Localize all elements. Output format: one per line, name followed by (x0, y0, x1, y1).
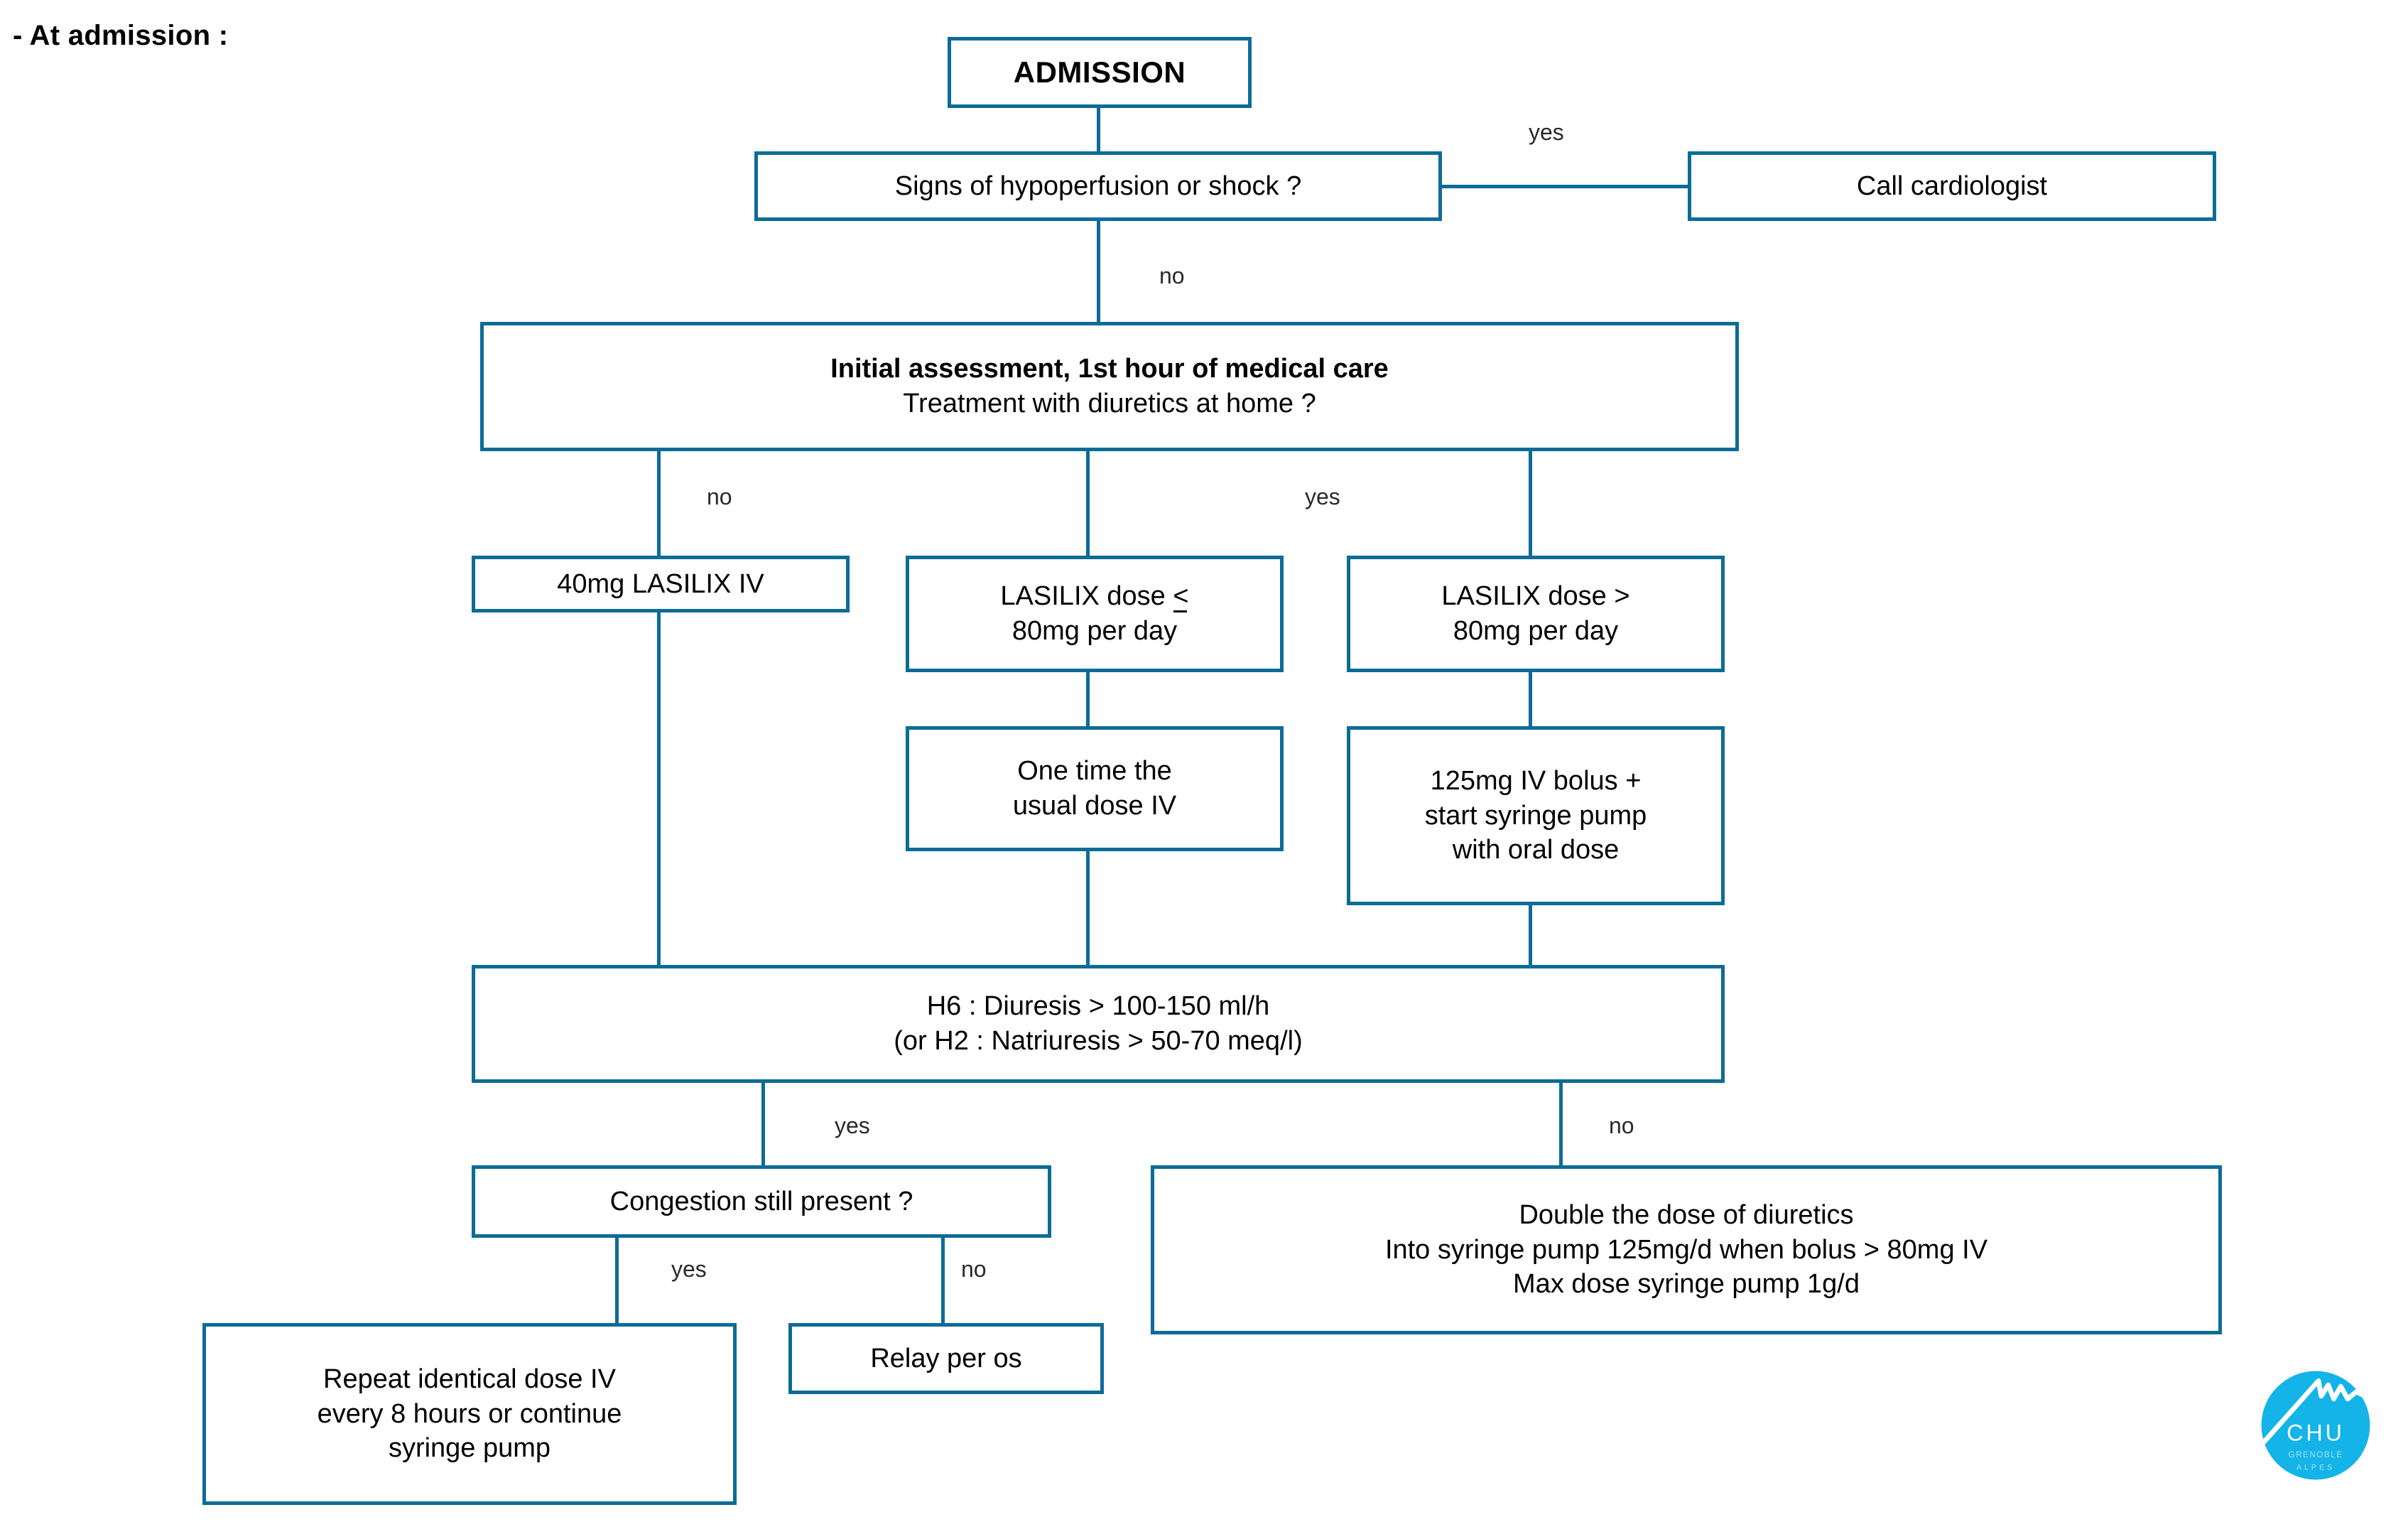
edge-onetime-to-h6 (1086, 850, 1090, 966)
node-initial-assessment-line2: Treatment with diuretics at home ? (903, 389, 1316, 419)
edge-h6-to-congestion (761, 1081, 765, 1165)
edge-congestion-to-repeat (615, 1238, 619, 1323)
node-relay-per-os[interactable]: Relay per os (788, 1323, 1104, 1394)
node-relay-label: Relay per os (870, 1343, 1022, 1373)
edge-label-congestion-yes: yes (671, 1256, 707, 1282)
edge-dose-le80-to-onetime (1086, 671, 1090, 728)
node-initial-assessment[interactable]: Initial assessment, 1st hour of medical … (480, 322, 1739, 451)
node-call-cardiologist-label: Call cardiologist (1856, 171, 2048, 201)
node-admission[interactable]: ADMISSION (948, 37, 1252, 108)
node-lasilix-dose-le-80[interactable]: LASILIX dose < 80mg per day (906, 556, 1284, 672)
node-repeat-dose-label: Repeat identical dose IV every 8 hours o… (317, 1364, 622, 1464)
edge-label-h6-no: no (1609, 1113, 1634, 1138)
node-dose-le80-line1: LASILIX dose < (1000, 579, 1189, 614)
page-title: - At admission : (13, 20, 229, 51)
edge-signs-to-cardiologist (1438, 185, 1690, 188)
edge-bolus-to-h6 (1529, 904, 1532, 966)
edge-label-h6-yes: yes (835, 1113, 870, 1138)
node-h6-label: H6 : Diuresis > 100-150 ml/h (or H2 : Na… (894, 991, 1303, 1056)
node-one-time-usual-dose[interactable]: One time the usual dose IV (906, 726, 1284, 851)
svg-text:ALPES: ALPES (2296, 1464, 2335, 1472)
node-double-the-dose[interactable]: Double the dose of diuretics Into syring… (1151, 1165, 2222, 1334)
node-bolus125-label: 125mg IV bolus + start syringe pump with… (1424, 766, 1647, 865)
node-dose-gt80-label: LASILIX dose > 80mg per day (1441, 581, 1630, 646)
node-congestion-still-present[interactable]: Congestion still present ? (472, 1165, 1051, 1238)
node-dose-le80-text: LASILIX dose (1000, 581, 1173, 612)
edge-admission-to-signs (1097, 107, 1100, 156)
edge-dose-gt80-to-bolus (1529, 671, 1532, 728)
edge-label-signs-yes: yes (1529, 119, 1564, 145)
node-one-time-label: One time the usual dose IV (1012, 756, 1177, 821)
edge-initial-to-dose-le80 (1086, 449, 1090, 557)
node-congestion-label: Congestion still present ? (609, 1186, 913, 1216)
svg-text:CHU: CHU (2287, 1420, 2345, 1446)
edge-label-diuretics-no: no (707, 484, 732, 509)
less-than-or-equal-icon: < (1173, 579, 1189, 614)
edge-h6-to-doubledose (1559, 1081, 1563, 1165)
edge-lasilix40-to-h6 (657, 611, 661, 966)
edge-label-congestion-no: no (961, 1256, 987, 1282)
edge-label-signs-no: no (1159, 263, 1185, 288)
node-lasilix40-label: 40mg LASILIX IV (557, 568, 764, 599)
node-double-dose-label: Double the dose of diuretics Into syring… (1384, 1200, 1988, 1300)
edge-congestion-to-relay (941, 1238, 945, 1323)
node-125mg-iv-bolus[interactable]: 125mg IV bolus + start syringe pump with… (1347, 726, 1725, 905)
edge-initial-to-dose-gt80 (1529, 449, 1532, 557)
node-h6-diuresis[interactable]: H6 : Diuresis > 100-150 ml/h (or H2 : Na… (472, 965, 1725, 1083)
node-initial-assessment-line1: Initial assessment, 1st hour of medical … (830, 354, 1389, 384)
node-lasilix-dose-gt-80[interactable]: LASILIX dose > 80mg per day (1347, 556, 1725, 672)
node-dose-le80-line2: 80mg per day (1012, 616, 1178, 646)
node-signs-label: Signs of hypoperfusion or shock ? (894, 171, 1302, 201)
chu-grenoble-alpes-logo: CHU GRENOBLE ALPES (2246, 1356, 2385, 1495)
edge-initial-to-lasilix40 (657, 449, 661, 557)
node-call-cardiologist[interactable]: Call cardiologist (1688, 151, 2216, 221)
node-lasilix-40mg-iv[interactable]: 40mg LASILIX IV (472, 556, 850, 612)
edge-label-diuretics-yes: yes (1305, 484, 1340, 509)
node-signs-of-hypoperfusion[interactable]: Signs of hypoperfusion or shock ? (754, 151, 1442, 221)
edge-signs-to-initial (1097, 219, 1100, 323)
node-repeat-identical-dose[interactable]: Repeat identical dose IV every 8 hours o… (202, 1323, 737, 1505)
node-admission-label: ADMISSION (1013, 55, 1186, 90)
svg-text:GRENOBLE: GRENOBLE (2288, 1450, 2343, 1459)
